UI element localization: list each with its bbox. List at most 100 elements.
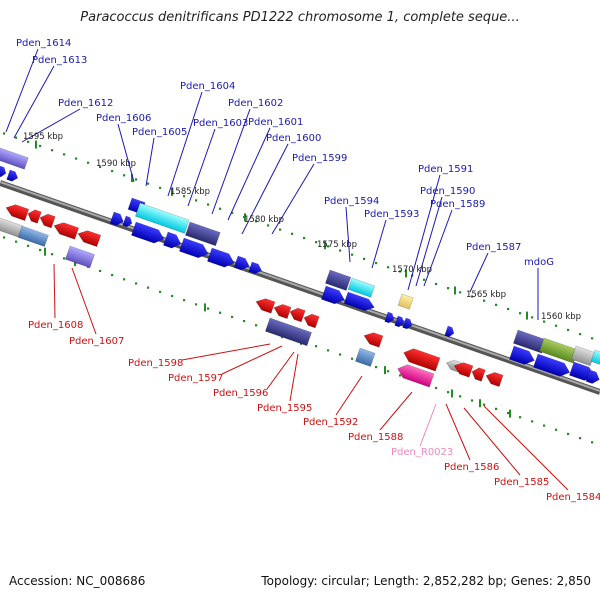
label-connectors [5, 48, 569, 491]
minus-gene-connector [335, 375, 363, 416]
plus-gene-label[interactable]: Pden_1601 [248, 117, 303, 128]
scale-dot [99, 165, 102, 169]
plus-gene-label[interactable]: Pden_1587 [466, 242, 521, 253]
plus-gene-label[interactable]: Pden_1603 [193, 118, 248, 129]
plus-gene-connector [371, 219, 387, 269]
minus-gene-connector [445, 403, 471, 461]
scale-dot [567, 432, 570, 436]
scale-dot [507, 307, 510, 311]
gene-block [539, 337, 579, 364]
gene-arrow [109, 211, 124, 226]
plus-gene-label[interactable]: Pden_1600 [266, 133, 321, 144]
plus-gene-label[interactable]: Pden_1606 [96, 113, 151, 124]
gene-arrow [289, 307, 306, 323]
minus-gene-label[interactable]: Pden_1584 [546, 492, 600, 503]
gene-arrow [402, 317, 413, 330]
plus-gene-connector [415, 196, 443, 287]
minus-gene-label[interactable]: Pden_1596 [213, 388, 268, 399]
scale-dot [327, 349, 330, 352]
gene-arrow [585, 369, 600, 384]
plus-gene-connector [21, 108, 81, 143]
scale-dot [435, 282, 438, 286]
plus-gene-label[interactable]: Pden_1602 [228, 98, 283, 109]
plus-gene-connector [345, 206, 351, 263]
scale-dot [387, 370, 390, 373]
kbp-tick-label: 1560 kbp [541, 312, 581, 322]
plus-gene-label[interactable]: Pden_1612 [58, 98, 113, 109]
plus-gene-label[interactable]: Pden_1605 [132, 127, 187, 138]
rna-gene-connector [419, 403, 437, 447]
scale-dot [459, 395, 462, 398]
scale-dot [51, 253, 54, 256]
scale-dot [219, 311, 222, 314]
plus-gene-label[interactable]: Pden_1599 [292, 153, 347, 164]
kbp-tick-label: 1575 kbp [317, 240, 357, 250]
gene-arrow [509, 345, 535, 365]
minus-gene-label[interactable]: Pden_1586 [444, 462, 499, 473]
plus-gene-label[interactable]: Pden_1590 [420, 186, 475, 197]
plus-gene-label[interactable]: Pden_1613 [32, 55, 87, 66]
gene-arrow [131, 221, 165, 244]
scale-dot [471, 399, 474, 402]
scale-dot [171, 294, 174, 298]
gene-arrow [343, 291, 375, 311]
plus-gene-label[interactable]: Pden_1593 [364, 209, 419, 220]
scale-dot [447, 287, 450, 290]
plus-gene-connector [241, 143, 289, 235]
scale-dot [555, 428, 558, 431]
kbp-tick-label: 1595 kbp [23, 132, 63, 142]
gene-block [265, 317, 312, 347]
kbp-tick-label: 1570 kbp [392, 265, 432, 275]
scale-dot [291, 232, 294, 235]
plus-gene-label[interactable]: Pden_1589 [430, 199, 485, 210]
minus-gene-label[interactable]: Pden_1597 [168, 373, 223, 384]
minus-gene-connector [483, 405, 569, 491]
gene-arrow [0, 165, 7, 178]
plus-gene-label[interactable]: Pden_1614 [16, 38, 71, 49]
minus-gene-connector [181, 343, 271, 361]
scale-dot [303, 236, 306, 240]
gene-arrow [233, 255, 250, 271]
scale-dot [519, 312, 522, 315]
scale-dot [483, 299, 486, 302]
minus-gene-label[interactable]: Pden_1608 [28, 320, 83, 331]
scale-dot [183, 195, 186, 198]
plus-gene-connector [187, 128, 216, 207]
scale-dot [15, 240, 18, 243]
scale-dot [15, 136, 18, 139]
plus-gene-label[interactable]: Pden_1591 [418, 164, 473, 175]
scale-dot [27, 244, 30, 247]
scale-dot [507, 411, 510, 415]
scale-dot [579, 333, 582, 336]
gene-arrow [5, 204, 30, 221]
minus-gene-label[interactable]: Pden_1598 [128, 358, 183, 369]
plus-gene-label[interactable]: Pden_1604 [180, 81, 235, 92]
scale-dot [435, 386, 438, 390]
gene-arrow [39, 213, 56, 229]
plus-gene-label[interactable]: mdoG [524, 257, 554, 268]
minus-gene-label[interactable]: Pden_1595 [257, 403, 312, 414]
plus-gene-connector [423, 209, 453, 287]
scale-dot [387, 266, 390, 269]
minus-gene-label[interactable]: Pden_1592 [303, 417, 358, 428]
gene-block [185, 221, 221, 247]
scale-dot [219, 207, 222, 210]
scale-dot [339, 353, 342, 356]
minus-gene-label[interactable]: Pden_1607 [69, 336, 124, 347]
rna-gene-label[interactable]: Pden_R0023 [391, 447, 453, 458]
scale-dot [555, 324, 558, 327]
gene-block [397, 293, 414, 310]
plus-gene-connector [145, 137, 155, 187]
plus-gene-connector [117, 123, 135, 183]
minus-gene-label[interactable]: Pden_1588 [348, 432, 403, 443]
kbp-tick-label: 1585 kbp [170, 187, 210, 197]
plus-gene-label[interactable]: Pden_1594 [324, 196, 379, 207]
kbp-tick-label: 1590 kbp [96, 159, 136, 169]
gene-arrow [485, 372, 504, 387]
scale-dot [591, 441, 594, 444]
scale-dot [147, 182, 150, 185]
scale-dot [327, 245, 330, 248]
minus-gene-label[interactable]: Pden_1585 [494, 477, 549, 488]
gene-arrow [255, 298, 276, 314]
